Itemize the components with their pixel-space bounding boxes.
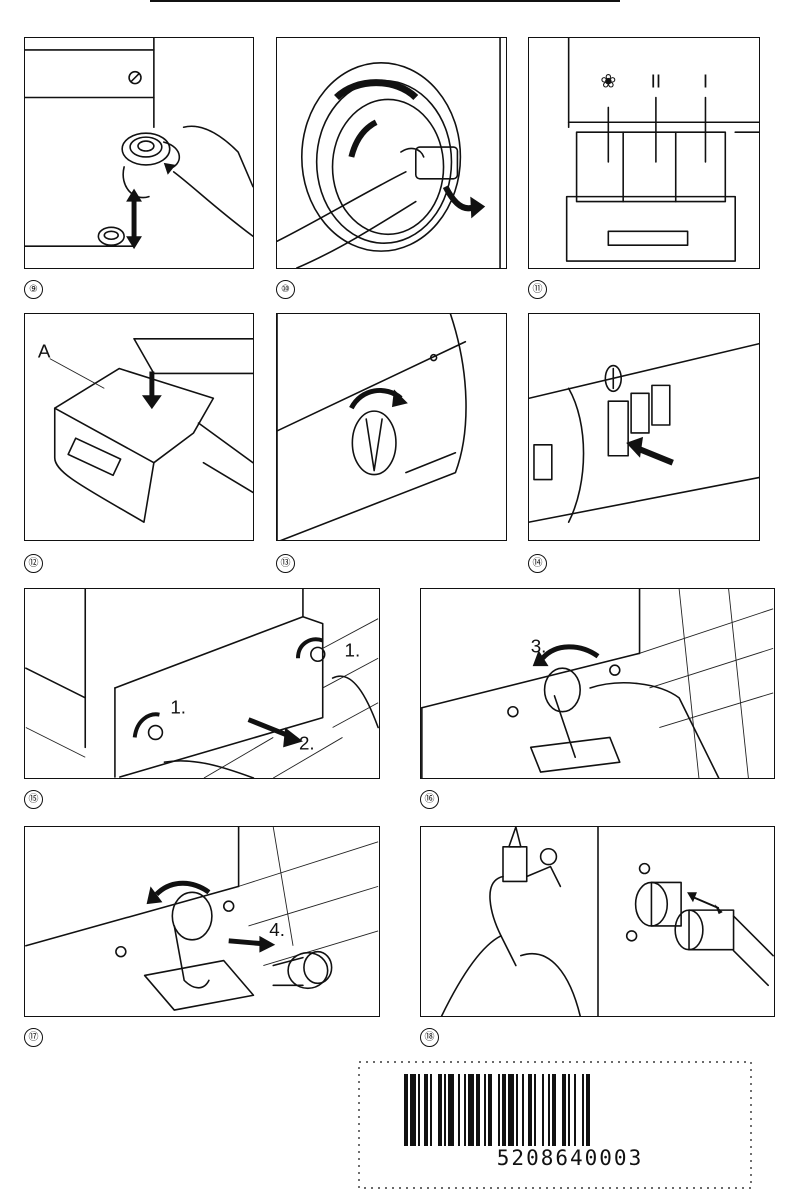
- barcode-bar: [586, 1074, 590, 1146]
- barcode-bar: [458, 1074, 460, 1146]
- barcode-bar: [562, 1074, 566, 1146]
- barcode-bar: [444, 1074, 446, 1146]
- figure-14-illustration: [529, 314, 759, 540]
- barcode-bar: [468, 1074, 474, 1146]
- barcode-bar: [548, 1074, 550, 1146]
- figure-18-illustration: [421, 827, 774, 1016]
- barcode-bar: [404, 1074, 408, 1146]
- barcode-bar: [568, 1074, 570, 1146]
- figure-11-number: ⑪: [528, 280, 547, 299]
- barcode-bar: [542, 1074, 544, 1146]
- figure-16-illustration: 3.: [421, 589, 774, 778]
- figure-14-panel: [528, 313, 760, 541]
- figure-14-number: ⑭: [528, 554, 547, 573]
- barcode-bar: [484, 1074, 486, 1146]
- barcode-bar: [498, 1074, 500, 1146]
- figure-15-step-1-left: 1.: [170, 697, 186, 718]
- figure-12-illustration: A: [25, 314, 253, 540]
- drawer-label-softener: I: [703, 71, 708, 92]
- figure-9-illustration: [25, 38, 253, 268]
- barcode-label: 5208640003: [358, 1056, 752, 1190]
- barcode-bar: [476, 1074, 480, 1146]
- barcode-bar: [488, 1074, 492, 1146]
- figure-15-step-1-right: 1.: [344, 639, 360, 660]
- figure-13-panel: [276, 313, 507, 541]
- figure-11-illustration: ❀ II I: [529, 38, 759, 268]
- barcode-bar: [502, 1074, 506, 1146]
- figure-9-number: ⑨: [24, 280, 43, 299]
- barcode-bar: [438, 1074, 442, 1146]
- drawer-label-main-wash: II: [651, 71, 661, 92]
- figure-18-number: ⑱: [420, 1028, 439, 1047]
- barcode-bar: [582, 1074, 584, 1146]
- callout-a: A: [38, 341, 51, 362]
- barcode-bar: [418, 1074, 420, 1146]
- figure-10-illustration: [277, 38, 506, 268]
- figure-15-step-2: 2.: [299, 732, 315, 753]
- figure-15-illustration: 1. 1. 2.: [25, 589, 379, 778]
- barcode-bar: [508, 1074, 514, 1146]
- figure-17-illustration: 4.: [25, 827, 379, 1016]
- barcode-bar: [528, 1074, 532, 1146]
- figure-15-panel: 1. 1. 2.: [24, 588, 380, 779]
- figure-16-panel: 3.: [420, 588, 775, 779]
- barcode-bar: [448, 1074, 454, 1146]
- barcode-bar: [516, 1074, 518, 1146]
- drawer-label-prewash: ❀: [600, 71, 616, 92]
- figure-12-panel: A: [24, 313, 254, 541]
- barcode-bar: [574, 1074, 576, 1146]
- figure-9-panel: [24, 37, 254, 269]
- barcode-bar: [464, 1074, 466, 1146]
- figure-17-step-4: 4.: [269, 919, 285, 940]
- figure-12-number: ⑫: [24, 554, 43, 573]
- figure-11-panel: ❀ II I: [528, 37, 760, 269]
- barcode-bar: [552, 1074, 556, 1146]
- figure-13-illustration: [277, 314, 506, 540]
- figure-18-panel: [420, 826, 775, 1017]
- barcode-bar: [424, 1074, 428, 1146]
- top-edge-rule: [150, 0, 620, 2]
- figure-17-number: ⑰: [24, 1028, 43, 1047]
- figure-17-panel: 4.: [24, 826, 380, 1017]
- figure-16-step-3: 3.: [531, 635, 547, 656]
- figure-13-number: ⑬: [276, 554, 295, 573]
- figure-15-number: ⑮: [24, 790, 43, 809]
- barcode-bar: [410, 1074, 416, 1146]
- figure-10-number: ⑩: [276, 280, 295, 299]
- barcode-bars: [404, 1074, 590, 1146]
- barcode-bar: [534, 1074, 536, 1146]
- figure-10-panel: [276, 37, 507, 269]
- barcode-number: 5208640003: [450, 1146, 690, 1170]
- barcode-bar: [522, 1074, 524, 1146]
- barcode-bar: [430, 1074, 432, 1146]
- figure-16-number: ⑯: [420, 790, 439, 809]
